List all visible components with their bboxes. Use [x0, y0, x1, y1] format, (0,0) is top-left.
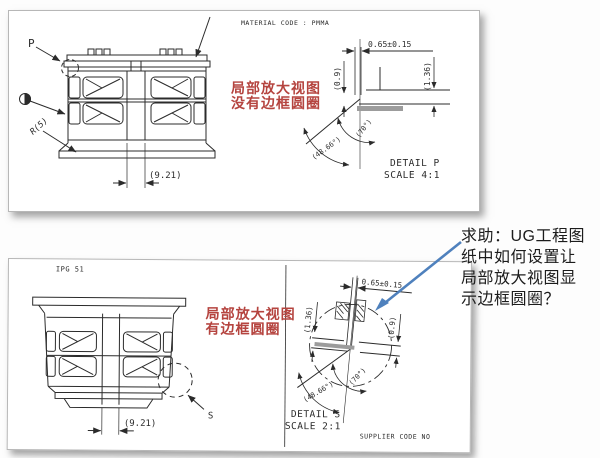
- detail-p-title: DETAIL P: [390, 158, 440, 169]
- dim-921-bottom: [87, 407, 134, 435]
- leader-r5: [42, 130, 77, 153]
- detail-view-p: [303, 39, 450, 169]
- detail-p-dim-top: 0.65±0.15: [368, 40, 412, 49]
- drawing-panel-with-circle: IPG 51 S (9.21) 0.65±0.15 (1.36) (0.9) (…: [6, 258, 472, 454]
- dim-921-text: (9.21): [149, 171, 182, 181]
- leader-s: [187, 394, 205, 410]
- detail-p-scale: SCALE 4:1: [384, 170, 440, 181]
- detail-boundary-arc-p: [61, 59, 79, 77]
- detail-s-scale: SCALE 2:1: [285, 421, 341, 432]
- red-note-with-circle: 局部放大视图 有边框圆圈: [205, 305, 296, 337]
- leader-datum: [29, 100, 66, 115]
- label-s: S: [208, 411, 213, 421]
- highlight-band: [314, 342, 355, 350]
- supplier-code-text: SUPPLIER CODE NO: [360, 432, 431, 440]
- pockets-row2: [68, 102, 206, 125]
- view-divider-line: [284, 264, 287, 447]
- corner-label: IPG 51: [56, 265, 84, 273]
- red-note-no-circle: 局部放大视图 没有边框圆圈: [231, 80, 321, 111]
- top-tabs: [87, 48, 183, 56]
- detail-boundary-circle-s: [157, 362, 193, 398]
- dim-921-text: (9.21): [124, 419, 157, 429]
- drawing-panel-no-circle: P MATERIAL CODE : PMMA R(5) (9.21) 0.65±…: [8, 10, 480, 212]
- detail-p-angle-large: (48.66°): [310, 135, 342, 161]
- detail-s-dim-right: (0.9): [386, 316, 397, 339]
- label-p: P: [28, 37, 35, 50]
- dim-921-top: [113, 143, 159, 188]
- detail-s-dim-left: (1.36): [303, 306, 315, 334]
- detail-p-dim-left: (0.9): [333, 67, 342, 91]
- detail-view-s: [297, 275, 412, 424]
- datum-symbol-icon: [19, 92, 31, 106]
- cad-drawing-bottom: IPG 51 S (9.21) 0.65±0.15 (1.36) (0.9) (…: [32, 264, 431, 447]
- detail-p-dim-right: (1.36): [423, 62, 432, 91]
- material-code-text: MATERIAL CODE : PMMA: [241, 19, 329, 27]
- cad-drawing-top: P MATERIAL CODE : PMMA R(5) (9.21) 0.65±…: [19, 16, 450, 188]
- hatched-feature: [334, 299, 367, 322]
- detail-s-dim-top: 0.65±0.15: [361, 277, 402, 290]
- part-front-view-flipped: [32, 296, 187, 409]
- help-question-text: 求助：UG工程图 纸中如何设置让 局部放大视图显 示边框圆圈？: [461, 228, 586, 308]
- leader-p: [35, 46, 61, 62]
- detail-p-angle-small: (70°): [354, 118, 373, 140]
- part-front-view: [58, 48, 216, 159]
- pockets-row1: [68, 76, 206, 99]
- highlight-band: [357, 106, 403, 111]
- leader-material: [195, 16, 211, 58]
- detail-s-title: DETAIL S: [291, 409, 341, 420]
